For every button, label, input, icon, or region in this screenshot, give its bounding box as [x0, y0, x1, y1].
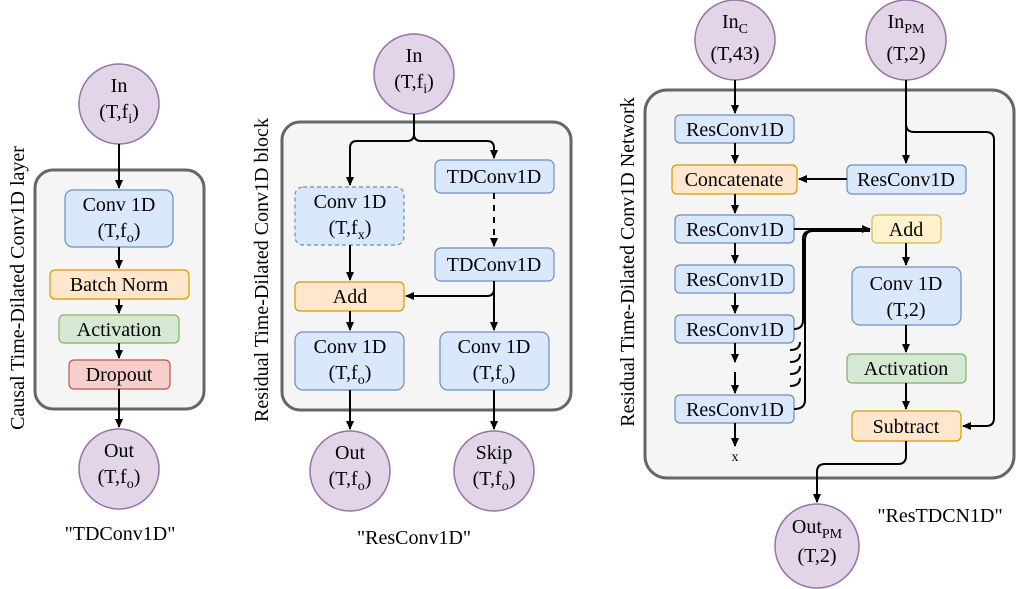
resconv1d-output-node: Out (T,fo) [309, 430, 391, 512]
restdcn1d-subtract-label: Subtract [873, 416, 940, 438]
restdcn1d-panel: Residual Time-Dilated Conv1D Network InC… [617, 0, 1016, 589]
resconv1d-skip-label: Skip [476, 442, 513, 464]
resconv1d-tdconv-a-label: TDConv1D [447, 166, 541, 188]
restdcn1d-activation-label: Activation [864, 358, 948, 380]
restdcn1d-subtract-block: Subtract [851, 410, 962, 442]
restdcn1d-activation-block: Activation [846, 353, 967, 384]
resconv1d-tdconv-b-block: TDConv1D [434, 247, 555, 282]
resconv1d-tdconv-b-label: TDConv1D [447, 254, 541, 276]
restdcn1d-resconv-3-label: ResConv1D [686, 269, 784, 291]
restdcn1d-output-pm-node: OutPM (T,2) [774, 503, 860, 589]
restdcn1d-output-pm-dims: (T,2) [797, 545, 836, 567]
restdcn1d-resconv-3-block: ResConv1D [674, 264, 795, 294]
resconv1d-arrows [346, 114, 498, 430]
restdcn1d-conv-dims: (T,2) [886, 299, 925, 321]
tdconv1d-batchnorm-label: Batch Norm [70, 274, 169, 296]
tdconv1d-panel: Causal Time-Dilated Conv1D layer In (T,f… [7, 63, 206, 545]
resconv1d-skip-node: Skip (T,fo) [453, 430, 535, 512]
tdconv1d-input-label: In [111, 75, 128, 97]
restdcn1d-resconv-1-block: ResConv1D [674, 114, 795, 144]
resconv1d-input-label: In [406, 45, 423, 67]
resconv1d-output-dims: (T,fo) [329, 468, 372, 494]
tdconv1d-input-dims: (T,fi) [99, 101, 139, 127]
restdcn1d-caption: "ResTDCN1D" [877, 505, 1002, 527]
resconv1d-skip-dims: (T,fo) [473, 468, 516, 494]
restdcn1d-concatenate-label: Concatenate [685, 169, 784, 191]
tdconv1d-conv-dims: (T,fo) [98, 220, 141, 246]
resconv1d-conv-out-label: Conv 1D [314, 336, 387, 358]
resconv1d-conv-x-label: Conv 1D [314, 191, 387, 213]
resconv1d-caption: "ResConv1D" [357, 527, 471, 549]
tdconv1d-activation-label: Activation [77, 319, 161, 341]
restdcn1d-output-pm-label: OutPM [792, 516, 843, 542]
tdconv1d-dropout-label: Dropout [86, 364, 153, 386]
resconv1d-output-label: Out [335, 442, 365, 464]
tdconv1d-conv-block: Conv 1D (T,fo) [64, 189, 174, 248]
restdcn1d-concatenate-block: Concatenate [671, 164, 798, 195]
restdcn1d-resconv-1-label: ResConv1D [686, 119, 784, 141]
tdconv1d-output-label: Out [104, 440, 134, 462]
resconv1d-conv-x-dims: (T,fx) [329, 217, 372, 243]
resconv1d-panel: Residual Time-Dilated Conv1D block In (T… [251, 33, 573, 549]
restdcn1d-resconv-2-block: ResConv1D [674, 214, 795, 244]
resconv1d-tdconv-a-block: TDConv1D [434, 159, 555, 194]
restdcn1d-resconv-pm-label: ResConv1D [857, 169, 955, 191]
restdcn1d-resconv-5-block: ResConv1D [674, 394, 795, 424]
restdcn1d-input-c-dims: (T,43) [710, 43, 759, 65]
tdconv1d-output-node: Out (T,fo) [78, 428, 160, 510]
resconv1d-conv-skip-label: Conv 1D [458, 336, 531, 358]
resconv1d-conv-skip-block: Conv 1D (T,fo) [439, 331, 550, 391]
restdcn1d-add-block: Add [871, 214, 942, 244]
restdcn1d-resconv-pm-block: ResConv1D [846, 164, 967, 195]
tdconv1d-dropout-block: Dropout [68, 359, 171, 390]
restdcn1d-side-title: Residual Time-Dilated Conv1D Network [617, 97, 639, 426]
resconv1d-input-dims: (T,fi) [394, 71, 434, 97]
tdconv1d-conv-label: Conv 1D [83, 194, 156, 216]
restdcn1d-input-pm-label: InPM [888, 11, 925, 37]
tdconv1d-batchnorm-block: Batch Norm [49, 269, 190, 300]
resconv1d-side-title: Residual Time-Dilated Conv1D block [251, 118, 273, 422]
restdcn1d-conv-label: Conv 1D [870, 273, 943, 295]
resconv1d-add-block: Add [294, 281, 405, 312]
resconv1d-conv-x-block: Conv 1D (T,fx) [294, 186, 405, 246]
tdconv1d-caption: "TDConv1D" [65, 523, 176, 545]
tdconv1d-output-dims: (T,fo) [98, 466, 141, 492]
restdcn1d-conv-block: Conv 1D (T,2) [851, 266, 962, 326]
restdcn1d-x-mark: x [732, 450, 739, 465]
restdcn1d-input-c-label: InC [722, 11, 748, 37]
restdcn1d-input-pm-node: InPM (T,2) [865, 0, 947, 81]
tdconv1d-input-node: In (T,fi) [78, 63, 160, 145]
restdcn1d-resconv-2-label: ResConv1D [686, 219, 784, 241]
tdconv1d-activation-block: Activation [58, 314, 180, 344]
restdcn1d-input-pm-dims: (T,2) [886, 43, 925, 65]
resconv1d-input-node: In (T,fi) [373, 33, 455, 115]
restdcn1d-arrows [731, 80, 995, 503]
restdcn1d-add-label: Add [889, 219, 923, 241]
resconv1d-conv-out-dims: (T,fo) [329, 362, 372, 388]
tdconv1d-side-title: Causal Time-Dilated Conv1D layer [7, 146, 29, 430]
resconv1d-conv-skip-dims: (T,fo) [473, 362, 516, 388]
restdcn1d-input-c-node: InC (T,43) [694, 0, 776, 81]
restdcn1d-resconv-4-block: ResConv1D [674, 314, 795, 344]
restdcn1d-resconv-4-label: ResConv1D [686, 319, 784, 341]
resconv1d-conv-out-block: Conv 1D (T,fo) [294, 331, 405, 391]
resconv1d-add-label: Add [333, 286, 367, 308]
restdcn1d-resconv-5-label: ResConv1D [686, 399, 784, 421]
